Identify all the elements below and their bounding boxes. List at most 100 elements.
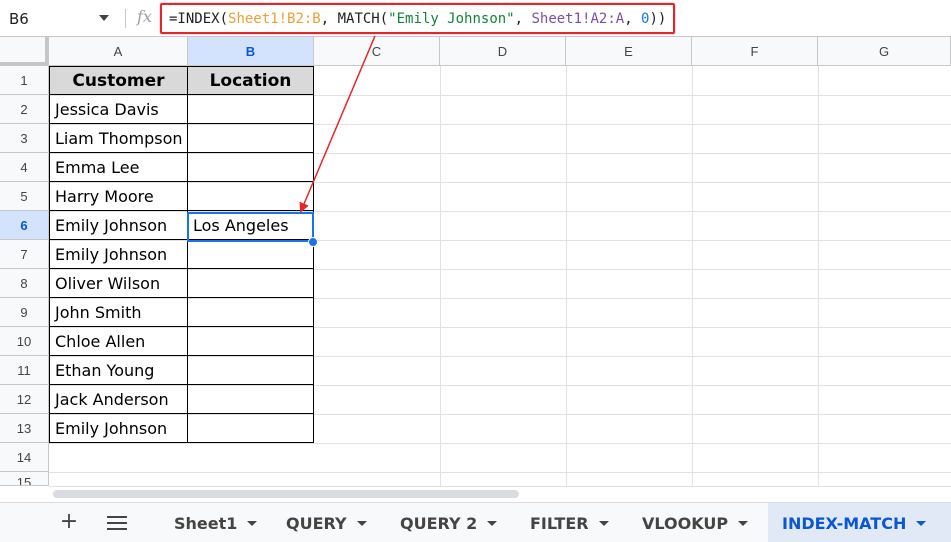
formula-bar-divider <box>125 9 126 28</box>
fill-handle[interactable] <box>308 237 318 247</box>
row-header-14[interactable]: 14 <box>0 443 49 472</box>
tab-label: QUERY 2 <box>400 513 478 533</box>
scrollbar-thumb[interactable] <box>53 490 519 498</box>
location-cell[interactable] <box>188 95 314 124</box>
tab-filter[interactable]: FILTER <box>516 503 623 542</box>
chevron-down-icon[interactable] <box>487 520 498 526</box>
location-cell[interactable] <box>188 182 314 211</box>
row-header-2[interactable]: 2 <box>0 95 49 124</box>
location-cell[interactable] <box>188 327 314 356</box>
row-header-11[interactable]: 11 <box>0 356 49 385</box>
column-header-b[interactable]: B <box>188 37 314 66</box>
row-header-6[interactable]: 6 <box>0 211 49 240</box>
location-cell[interactable] <box>188 414 314 443</box>
column-header-d[interactable]: D <box>440 37 566 66</box>
name-box[interactable]: B6 <box>0 0 118 37</box>
formula-part: , MATCH( <box>320 10 389 27</box>
tab-vlookup[interactable]: VLOOKUP <box>628 503 762 542</box>
customer-cell[interactable]: Emily Johnson <box>49 240 188 269</box>
gridline <box>49 472 951 473</box>
gridline <box>49 414 951 415</box>
fx-icon: fx <box>137 7 152 26</box>
row-header-8[interactable]: 8 <box>0 269 49 298</box>
gridline <box>49 298 951 299</box>
gridline <box>49 95 951 96</box>
row-header-5[interactable]: 5 <box>0 182 49 211</box>
customer-cell[interactable]: Jessica Davis <box>49 95 188 124</box>
sheet-tabs-bar: + Sheet1 QUERY QUERY 2 FILTER VLOOKUP IN… <box>0 502 951 542</box>
column-header-e[interactable]: E <box>566 37 692 66</box>
select-all-corner[interactable] <box>0 37 49 66</box>
chevron-down-icon[interactable] <box>356 520 367 526</box>
column-header-c[interactable]: C <box>314 37 440 66</box>
customer-cell[interactable]: Liam Thompson <box>49 124 188 153</box>
active-cell-outline <box>187 212 314 242</box>
gridline <box>49 356 951 357</box>
gridline <box>49 124 951 125</box>
table-header-customer[interactable]: Customer <box>49 66 188 95</box>
location-cell[interactable] <box>188 298 314 327</box>
formula-part: , <box>624 10 642 27</box>
row-header-15[interactable]: 15 <box>0 472 49 486</box>
customer-cell[interactable]: Emily Johnson <box>49 211 188 240</box>
customer-cell[interactable]: Jack Anderson <box>49 385 188 414</box>
row-header-4[interactable]: 4 <box>0 153 49 182</box>
chevron-down-icon[interactable] <box>916 520 927 526</box>
table-header-location[interactable]: Location <box>188 66 314 95</box>
tab-index-match[interactable]: INDEX-MATCH <box>768 503 951 542</box>
formula-input[interactable]: =INDEX(Sheet1!B2:B, MATCH("Emily Johnson… <box>160 3 676 34</box>
gridline <box>49 211 951 212</box>
row-header-3[interactable]: 3 <box>0 124 49 153</box>
location-cell[interactable] <box>188 356 314 385</box>
gridline <box>49 182 951 183</box>
location-cell[interactable] <box>188 385 314 414</box>
row-header-9[interactable]: 9 <box>0 298 49 327</box>
customer-cell[interactable]: Chloe Allen <box>49 327 188 356</box>
gridline <box>818 66 819 486</box>
gridline <box>49 385 951 386</box>
gridline <box>692 66 693 486</box>
customer-cell[interactable]: Harry Moore <box>49 182 188 211</box>
location-cell[interactable] <box>188 124 314 153</box>
tab-query[interactable]: QUERY <box>272 503 381 542</box>
formula-string: "Emily Johnson" <box>388 10 515 27</box>
row-header-7[interactable]: 7 <box>0 240 49 269</box>
customer-cell[interactable]: Oliver Wilson <box>49 269 188 298</box>
column-header-f[interactable]: F <box>692 37 818 66</box>
customer-cell[interactable]: Ethan Young <box>49 356 188 385</box>
location-cell[interactable] <box>188 269 314 298</box>
all-sheets-menu-icon[interactable] <box>107 516 127 530</box>
formula-part: =INDEX( <box>169 10 229 27</box>
chevron-down-icon[interactable] <box>738 520 749 526</box>
tab-label: VLOOKUP <box>642 513 729 533</box>
customer-cell[interactable]: Emily Johnson <box>49 414 188 443</box>
formula-bar: B6 fx =INDEX(Sheet1!B2:B, MATCH("Emily J… <box>0 0 951 37</box>
gridline <box>566 66 567 486</box>
formula-part: , <box>514 10 532 27</box>
tab-query-2[interactable]: QUERY 2 <box>386 503 511 542</box>
row-header-13[interactable]: 13 <box>0 414 49 443</box>
name-box-dropdown-icon[interactable] <box>99 15 109 21</box>
chevron-down-icon[interactable] <box>247 520 258 526</box>
tab-label: FILTER <box>530 513 589 533</box>
add-sheet-button[interactable]: + <box>59 509 79 534</box>
gridline <box>49 240 951 241</box>
formula-part: )) <box>649 10 667 27</box>
customer-cell[interactable]: John Smith <box>49 298 188 327</box>
column-header-a[interactable]: A <box>49 37 188 66</box>
name-box-value: B6 <box>9 9 29 28</box>
horizontal-scrollbar[interactable] <box>49 486 951 500</box>
row-header-10[interactable]: 10 <box>0 327 49 356</box>
row-header-12[interactable]: 12 <box>0 385 49 414</box>
customer-cell[interactable]: Emma Lee <box>49 153 188 182</box>
tab-label: Sheet1 <box>174 513 238 533</box>
row-header-1[interactable]: 1 <box>0 66 49 95</box>
chevron-down-icon[interactable] <box>598 520 609 526</box>
location-cell[interactable] <box>188 240 314 269</box>
formula-range-ref: Sheet1!B2:B <box>228 10 321 27</box>
gridline <box>440 66 441 486</box>
location-cell[interactable] <box>188 153 314 182</box>
tab-label: QUERY <box>286 513 347 533</box>
column-header-g[interactable]: G <box>818 37 951 66</box>
tab-sheet1[interactable]: Sheet1 <box>160 503 271 542</box>
